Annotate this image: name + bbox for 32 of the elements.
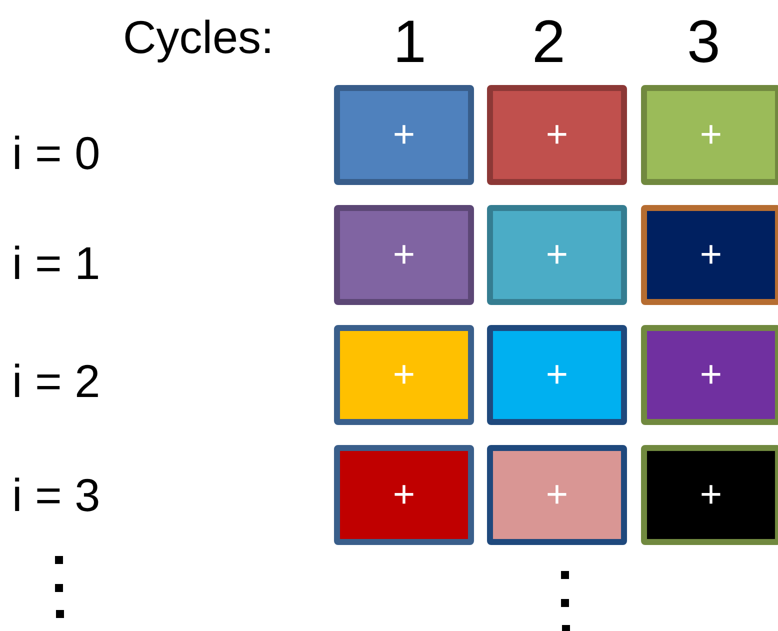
colored-block xyxy=(487,445,627,545)
plus-sign: + xyxy=(392,116,416,154)
colored-block xyxy=(334,445,474,545)
axis-title: Cycles: xyxy=(123,14,274,60)
colored-block xyxy=(487,205,627,305)
colored-block xyxy=(641,445,778,545)
column-number: 1 xyxy=(393,12,426,72)
plus-sign: + xyxy=(700,356,722,394)
colored-block xyxy=(334,205,474,305)
plus-sign: + xyxy=(546,356,568,394)
column-number: 2 xyxy=(532,12,566,72)
plus-sign: + xyxy=(392,236,416,274)
colored-block xyxy=(487,325,627,425)
colored-block xyxy=(641,325,778,425)
colored-block xyxy=(334,85,474,185)
plus-sign: + xyxy=(392,476,416,514)
colored-block xyxy=(487,85,627,185)
plus-sign: + xyxy=(700,236,722,274)
plus-sign: + xyxy=(700,116,722,154)
colored-block xyxy=(641,85,778,185)
plus-sign: + xyxy=(546,116,568,154)
column-number: 3 xyxy=(687,12,720,72)
plus-sign: + xyxy=(546,476,568,514)
row-label: i = 2 xyxy=(12,358,100,404)
plus-sign: + xyxy=(546,236,568,274)
colored-block xyxy=(641,205,778,305)
row-label: i = 0 xyxy=(12,130,100,176)
plus-sign: + xyxy=(700,476,722,514)
plus-sign: + xyxy=(392,356,416,394)
colored-block xyxy=(334,325,474,425)
row-label: i = 1 xyxy=(12,240,100,286)
row-label: i = 3 xyxy=(12,472,100,518)
